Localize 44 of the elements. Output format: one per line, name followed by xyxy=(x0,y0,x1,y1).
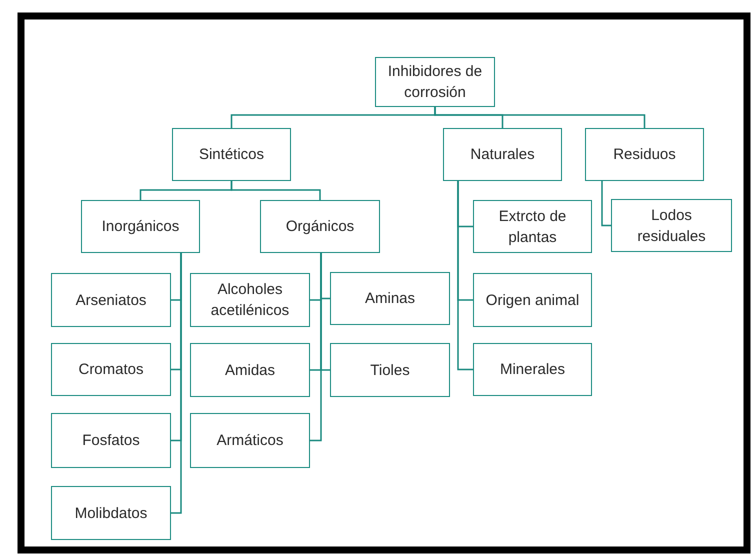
box-label: Arseniatos xyxy=(74,290,148,310)
box-label: Armáticos xyxy=(216,431,284,451)
category-box xyxy=(51,343,171,396)
connector-line xyxy=(171,253,182,514)
connector-line xyxy=(434,107,646,128)
category-box xyxy=(190,273,310,327)
box-label: Extrcto de plantas xyxy=(498,206,568,248)
box-label: Amidas xyxy=(224,360,276,380)
box-label: Lodos residuales xyxy=(636,206,707,246)
connector-line xyxy=(601,181,611,226)
box-label: Fosfatos xyxy=(81,431,141,451)
category-box xyxy=(473,200,592,253)
box-label: Alcoholes acetilénicos xyxy=(210,280,290,321)
connector-line xyxy=(230,181,321,200)
connector-line xyxy=(457,181,473,370)
category-box xyxy=(172,128,291,181)
category-box xyxy=(473,343,592,396)
box-label: Cromatos xyxy=(77,360,145,380)
box-label: Aminas xyxy=(364,289,416,309)
category-box xyxy=(443,128,562,181)
box-label: Inhibidores de corrosión xyxy=(386,62,484,103)
category-box xyxy=(260,200,380,253)
category-box xyxy=(375,57,495,107)
box-label: Orgánicos xyxy=(284,217,356,237)
category-box xyxy=(330,343,450,397)
category-box xyxy=(611,199,732,252)
category-box xyxy=(330,272,450,325)
category-box xyxy=(51,413,171,468)
category-box xyxy=(190,343,310,397)
connector-line xyxy=(310,253,322,442)
box-label: Origen animal xyxy=(484,290,580,310)
category-box xyxy=(51,273,171,327)
category-box xyxy=(585,128,704,181)
box-label: Minerales xyxy=(498,360,566,380)
box-label: Sintéticos xyxy=(198,145,266,165)
category-box xyxy=(81,200,200,253)
category-box xyxy=(473,273,592,327)
box-label: Molibdatos xyxy=(74,504,148,524)
box-label: Inorgánicos xyxy=(100,217,180,237)
box-label: Tioles xyxy=(369,360,411,380)
category-box xyxy=(51,486,171,540)
box-label: Residuos xyxy=(612,145,677,165)
box-label: Naturales xyxy=(469,145,536,165)
category-box xyxy=(190,413,310,468)
